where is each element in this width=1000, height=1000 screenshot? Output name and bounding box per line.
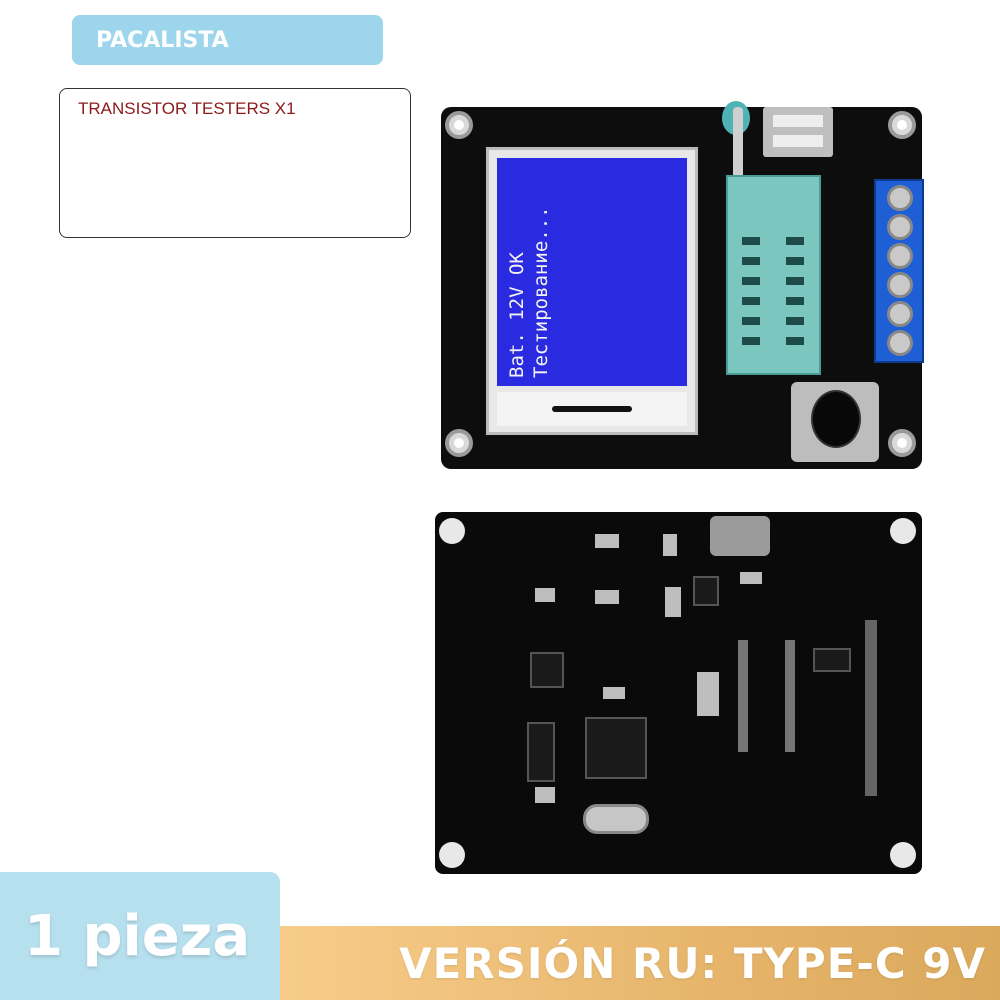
version-banner: VERSIÓN RU: TYPE-C 9V xyxy=(280,926,1000,1000)
rotary-encoder-knob xyxy=(811,390,861,448)
lcd-connector xyxy=(552,406,632,412)
lcd-text: Bat. 12V OK Тестирование... xyxy=(505,158,553,378)
pcb-front-image: Bat. 12V OK Тестирование... xyxy=(441,101,924,469)
crystal-oscillator xyxy=(583,804,649,834)
mount-hole-icon xyxy=(439,518,465,544)
packing-list-item: TRANSISTOR TESTERS X1 xyxy=(78,99,296,118)
mount-hole-icon xyxy=(888,429,916,457)
version-text: VERSIÓN RU: TYPE-C 9V xyxy=(399,938,986,988)
pcb-back-image xyxy=(435,512,922,874)
microcontroller-chip xyxy=(585,717,647,779)
ic-chip xyxy=(530,652,564,688)
mount-hole-icon xyxy=(445,111,473,139)
inductor xyxy=(693,576,719,606)
zif-lever xyxy=(733,107,743,187)
screw-icon xyxy=(887,214,913,240)
quantity-badge: 1 pieza xyxy=(0,872,280,1000)
mount-hole-icon xyxy=(890,518,916,544)
ic-chip xyxy=(527,722,555,782)
mount-hole-icon xyxy=(888,111,916,139)
lcd-line-status: Тестирование... xyxy=(530,206,552,378)
screw-icon xyxy=(887,272,913,298)
mount-hole-icon xyxy=(445,429,473,457)
ic-chip xyxy=(813,648,851,672)
screw-terminal xyxy=(874,179,924,363)
usb-c-port xyxy=(710,516,770,556)
power-switch xyxy=(763,107,833,157)
screw-icon xyxy=(887,185,913,211)
lcd-display: Bat. 12V OK Тестирование... xyxy=(486,147,698,435)
quantity-text: 1 pieza xyxy=(24,903,251,969)
packing-list-box: TRANSISTOR TESTERS X1 xyxy=(59,88,411,238)
lcd-bezel xyxy=(497,392,687,426)
mount-hole-icon xyxy=(439,842,465,868)
lcd-line-battery: Bat. 12V OK xyxy=(506,252,528,378)
lcd-screen: Bat. 12V OK Тестирование... xyxy=(497,158,687,386)
packing-list-header: PACALISTA xyxy=(72,15,383,65)
zif-socket xyxy=(726,175,821,375)
screw-icon xyxy=(887,243,913,269)
screw-icon xyxy=(887,301,913,327)
screw-icon xyxy=(887,330,913,356)
packing-list-title: PACALISTA xyxy=(96,27,229,53)
mount-hole-icon xyxy=(890,842,916,868)
